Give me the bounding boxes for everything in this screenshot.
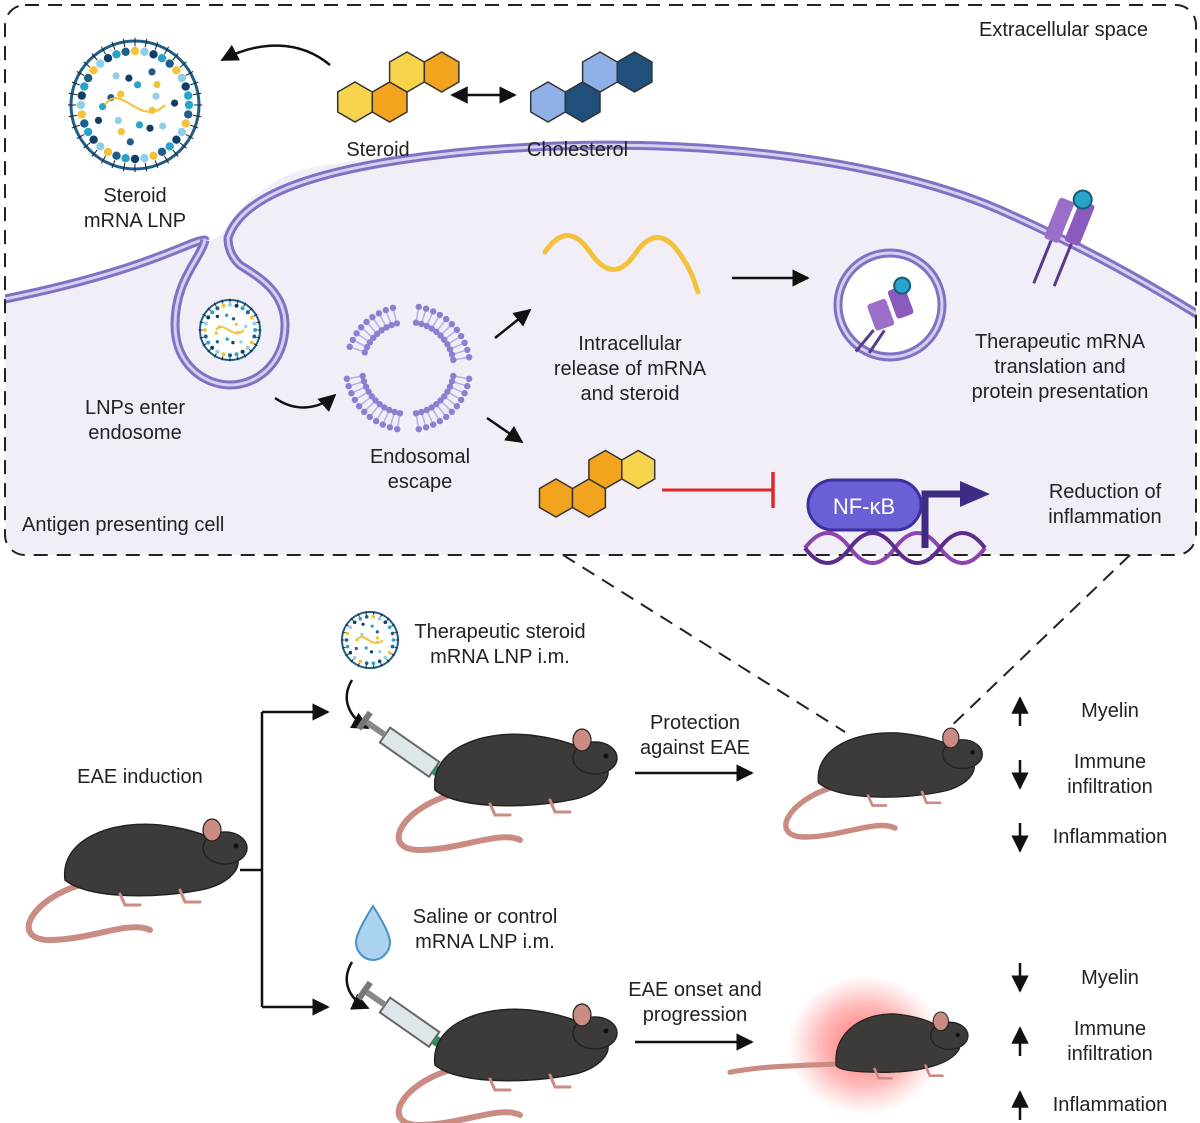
mouse-treated-protected [783,727,983,840]
protein-vesicle-icon [833,248,947,362]
control-outcome-inflammation: Inflammation [1052,1094,1168,1116]
endosomal-escape-icon [343,303,473,433]
branch-connector [240,703,330,1016]
mouse-treated-injected [395,728,618,854]
transcription-arrow-icon [921,481,990,548]
treated-outcome-myelin: Myelin [1081,700,1139,722]
arrow-escape-to-steroid [486,416,524,444]
inhibition-arrow [662,472,775,508]
treated-outcome-inflammation: Inflammation [1052,826,1168,848]
steroid-molecule-icon [336,51,460,123]
cholesterol-molecule-icon [529,51,653,123]
zoom-panel-border [4,4,1197,556]
zoom-line-left [562,554,846,733]
arrow-escape-to-mrna [494,308,532,339]
eae-induction-label: EAE induction [77,766,203,788]
mouse-control-injected [395,1003,618,1123]
arrow-steroid-to-lnp [220,44,331,66]
steroid-released-icon [538,449,656,518]
mrna-strand-icon [542,233,701,295]
surface-protein-icon [1032,189,1095,287]
lnp-in-endosome-icon [198,298,262,362]
dna-helix-icon [803,531,987,565]
saline-droplet-icon [354,904,392,962]
arrow-endosome-to-escape [274,393,337,412]
nfkb-label: NF-κB [833,494,895,519]
lnp-small-icon [340,611,400,669]
antigen-presenting-cell-label: Antigen presenting cell [22,514,225,536]
arrow-saline-to-syringe [345,961,370,1010]
steroid-label: Steroid [346,139,410,161]
mouse-eae-induction [25,818,248,944]
mouse-control-sick [727,1011,969,1080]
zoom-line-right [944,554,1131,733]
lnp-particle-icon [67,37,203,173]
extracellular-space-label: Extracellular space [979,19,1148,41]
nfkb-box [806,478,923,532]
control-outcome-myelin: Myelin [1081,967,1139,989]
cholesterol-label: Cholesterol [526,139,629,161]
